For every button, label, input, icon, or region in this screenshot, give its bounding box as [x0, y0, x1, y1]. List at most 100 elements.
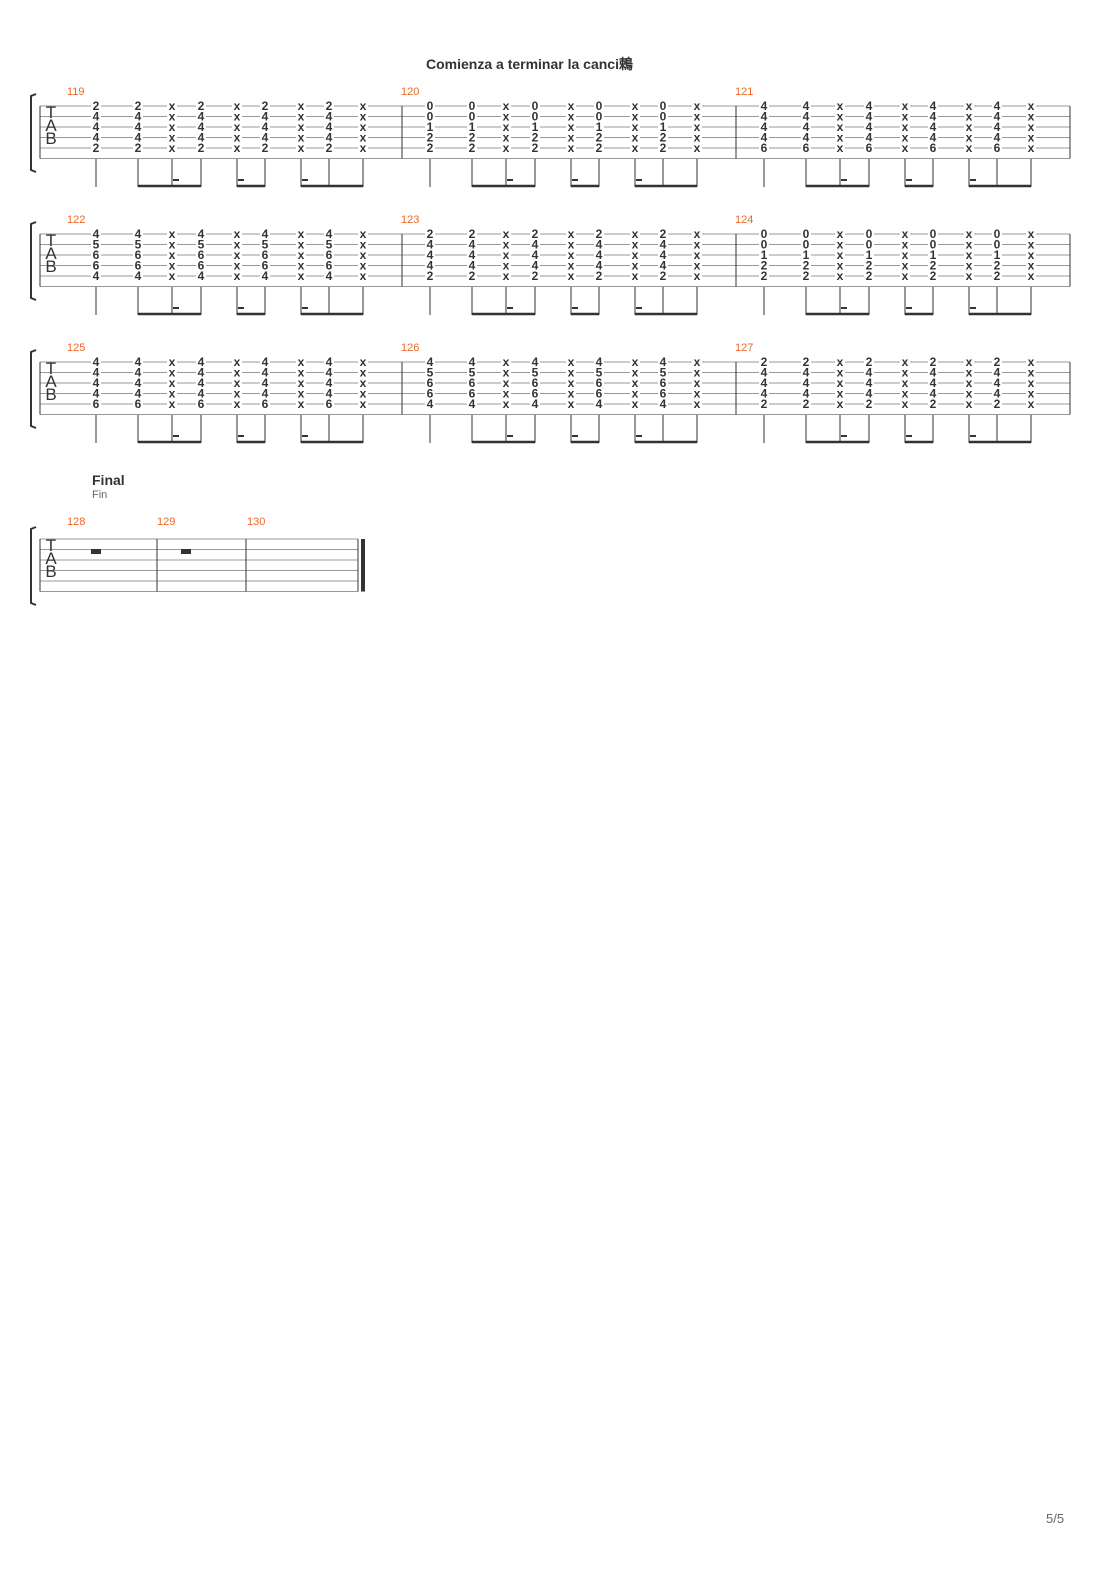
note-knockout [501, 389, 511, 400]
note-knockout [594, 240, 604, 251]
dead-note: x [694, 355, 701, 369]
fret-number: 0 [532, 99, 539, 113]
note-knockout [501, 358, 511, 368]
dead-note: x [837, 387, 844, 401]
fret-number: 4 [866, 387, 873, 401]
fret-number: 4 [262, 227, 269, 241]
fret-number: 4 [994, 366, 1001, 380]
note-knockout [759, 240, 769, 251]
dead-note: x [169, 131, 176, 145]
note-knockout [630, 112, 640, 123]
fret-number: 4 [469, 248, 476, 262]
note-knockout [467, 261, 477, 272]
dead-note: x [632, 238, 639, 252]
note-knockout [296, 123, 306, 133]
dead-note: x [360, 387, 367, 401]
fret-number: 5 [532, 366, 539, 380]
note-knockout [296, 368, 306, 379]
note-knockout [835, 358, 845, 368]
dead-note: x [966, 269, 973, 283]
note-knockout [467, 251, 477, 261]
fret-number: 0 [532, 110, 539, 124]
note-knockout [992, 230, 1002, 240]
measure-number: 129 [157, 516, 175, 528]
tab-clef-letter: B [45, 129, 56, 148]
fret-number: 2 [761, 355, 768, 369]
fret-number: 2 [994, 397, 1001, 411]
dead-note: x [837, 376, 844, 390]
note-knockout [992, 358, 1002, 368]
dead-note: x [568, 131, 575, 145]
note-knockout [630, 240, 640, 251]
note-knockout [324, 251, 334, 261]
dead-note: x [298, 248, 305, 262]
fret-number: 2 [930, 355, 937, 369]
note-knockout [167, 400, 177, 410]
fret-number: 5 [135, 238, 142, 252]
fret-number: 0 [994, 227, 1001, 241]
note-knockout [928, 272, 938, 282]
fret-number: 2 [803, 269, 810, 283]
tab-clef-letter: B [45, 385, 56, 404]
note-knockout [801, 389, 811, 400]
note-knockout [425, 102, 435, 112]
fret-number: 2 [930, 269, 937, 283]
dead-note: x [360, 110, 367, 124]
fret-number: 5 [326, 238, 333, 252]
note-knockout [324, 358, 334, 368]
fret-number: 4 [469, 397, 476, 411]
note-knockout [358, 272, 368, 282]
rest-mark [906, 179, 912, 181]
fret-number: 5 [596, 366, 603, 380]
note-knockout [358, 102, 368, 112]
dead-note: x [694, 259, 701, 273]
measure-number: 127 [735, 342, 753, 354]
note-knockout [358, 144, 368, 154]
note-knockout [133, 102, 143, 112]
note-knockout [992, 144, 1002, 154]
dead-note: x [503, 248, 510, 262]
fret-number: 6 [326, 397, 333, 411]
note-knockout [964, 133, 974, 144]
note-knockout [91, 133, 101, 144]
dead-note: x [837, 110, 844, 124]
dead-note: x [837, 269, 844, 283]
fret-number: 4 [930, 387, 937, 401]
note-knockout [133, 358, 143, 368]
note-knockout [658, 240, 668, 251]
note-knockout [759, 102, 769, 112]
fret-number: 4 [198, 269, 205, 283]
note-knockout [1026, 133, 1036, 144]
note-knockout [196, 400, 206, 410]
note-knockout [530, 251, 540, 261]
dead-note: x [837, 131, 844, 145]
note-knockout [425, 230, 435, 240]
dead-note: x [837, 99, 844, 113]
note-knockout [864, 144, 874, 154]
measure-number: 130 [247, 516, 265, 528]
fret-number: 0 [761, 238, 768, 252]
note-knockout [196, 230, 206, 240]
dead-note: x [902, 120, 909, 134]
note-knockout [324, 389, 334, 400]
fret-number: 4 [761, 387, 768, 401]
note-knockout [658, 251, 668, 261]
fret-number: 4 [262, 387, 269, 401]
fret-number: 6 [803, 141, 810, 155]
fret-number: 2 [262, 141, 269, 155]
dead-note: x [902, 376, 909, 390]
note-knockout [260, 102, 270, 112]
note-knockout [566, 389, 576, 400]
note-knockout [324, 112, 334, 123]
note-knockout [900, 112, 910, 123]
dead-note: x [902, 259, 909, 273]
rest-mark [173, 179, 179, 181]
whole-rest [181, 549, 191, 554]
fret-number: 2 [994, 355, 1001, 369]
fret-number: 4 [93, 355, 100, 369]
note-knockout [467, 379, 477, 389]
note-knockout [296, 102, 306, 112]
note-knockout [594, 261, 604, 272]
fret-number: 6 [761, 141, 768, 155]
dead-note: x [298, 141, 305, 155]
